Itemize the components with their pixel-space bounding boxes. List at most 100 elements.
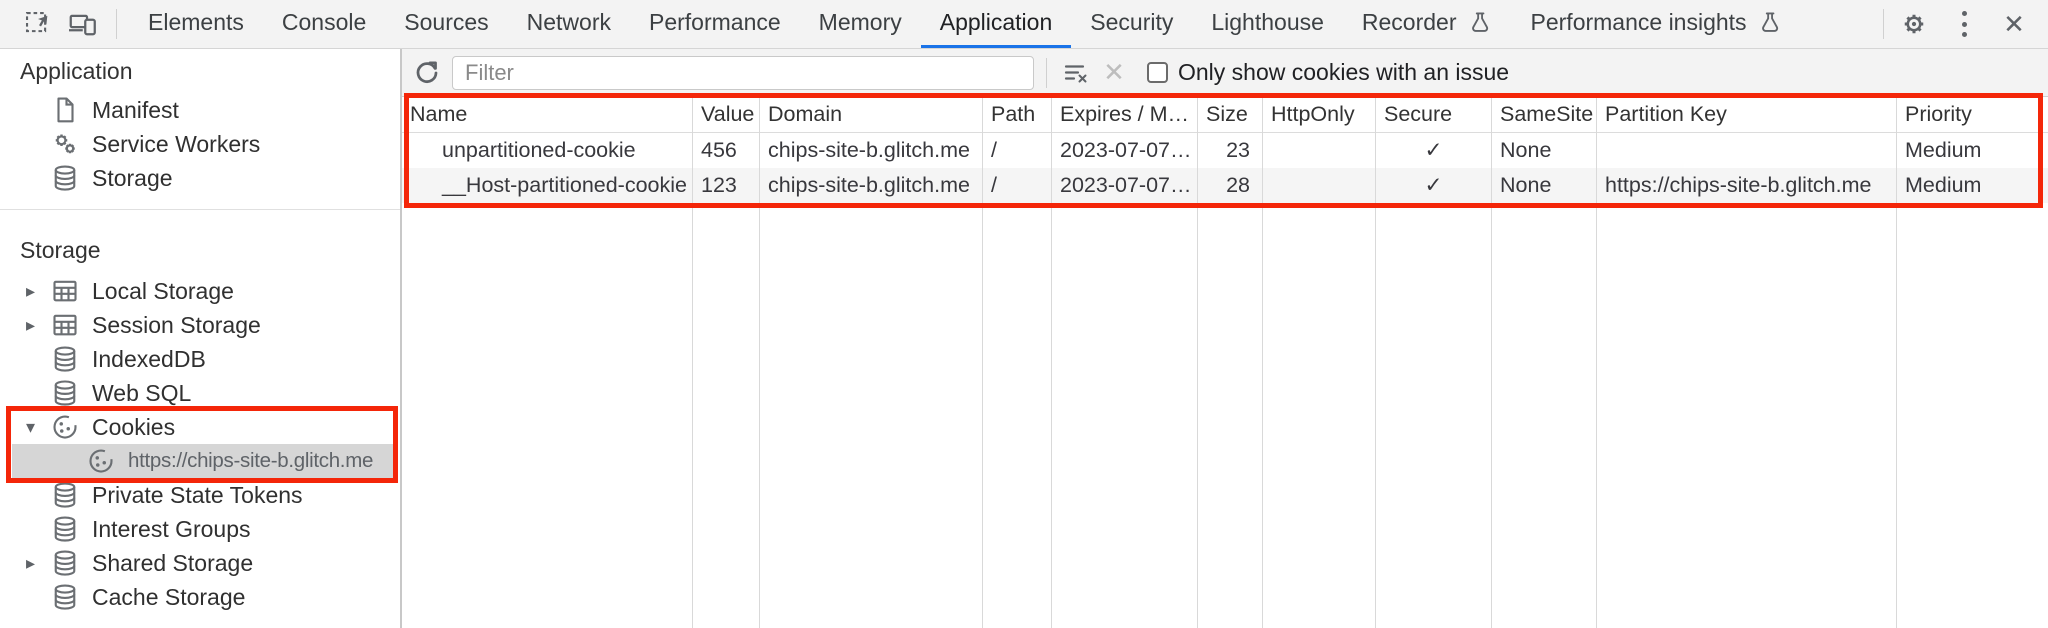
settings-gear-icon[interactable] — [1894, 0, 1934, 48]
cookie-row-1-cell-priority[interactable]: Medium — [1897, 168, 2048, 203]
device-toolbar-icon[interactable] — [60, 0, 104, 48]
cookie-row-1-cell-name[interactable]: __Host-partitioned-cookie — [402, 168, 692, 203]
close-devtools-icon[interactable]: ✕ — [1994, 0, 2034, 48]
column-header-domain[interactable]: Domain — [760, 97, 982, 133]
column-header-priority[interactable]: Priority — [1897, 97, 2048, 133]
column-header-path[interactable]: Path — [983, 97, 1051, 133]
sidebar-item-storage[interactable]: Storage — [0, 161, 400, 195]
cookie-row-1-cell-domain[interactable]: chips-site-b.glitch.me — [760, 168, 982, 203]
tab-performance-insights[interactable]: Performance insights — [1512, 0, 1802, 48]
expand-arrow-icon[interactable]: ▸ — [26, 553, 36, 573]
sidebar-item-service-workers[interactable]: Service Workers — [0, 127, 400, 161]
sidebar-item-cache-storage[interactable]: Cache Storage — [0, 580, 400, 614]
sidebar-item-https-chips-site-b-glitch-me[interactable]: https://chips-site-b.glitch.me — [12, 444, 394, 478]
sidebar-item-session-storage[interactable]: ▸Session Storage — [0, 308, 400, 342]
tab-performance[interactable]: Performance — [630, 0, 800, 48]
cookie-row-1-cell-httponly[interactable] — [1263, 168, 1375, 203]
clear-filter-icon[interactable] — [1057, 54, 1095, 92]
cookie-row-0-cell-name[interactable]: unpartitioned-cookie — [442, 138, 636, 162]
tabbar-right-divider — [1883, 9, 1884, 39]
tab-memory[interactable]: Memory — [800, 0, 921, 48]
cookie-row-0-cell-size[interactable]: 23 — [1226, 138, 1250, 162]
inspect-element-icon[interactable] — [16, 0, 60, 48]
database-icon — [50, 548, 80, 578]
cookies-toolbar: ✕ Only show cookies with an issue — [402, 49, 2048, 97]
tab-label: Lighthouse — [1211, 9, 1324, 35]
cookie-row-1-cell-samesite[interactable]: None — [1492, 168, 1596, 203]
column-header-httponly[interactable]: HttpOnly — [1263, 97, 1375, 133]
cookie-row-0-cell-secure[interactable]: ✓ — [1424, 138, 1443, 162]
cookies-pane: ✕ Only show cookies with an issue Name un… — [402, 49, 2048, 628]
only-issue-checkbox[interactable] — [1147, 62, 1168, 83]
cookie-filter-input[interactable] — [452, 55, 1034, 90]
cookie-row-1-cell-expires-m[interactable]: 2023-07-07… — [1052, 168, 1197, 203]
sidebar-item-web-sql[interactable]: Web SQL — [0, 376, 400, 410]
cookie-row-1-cell-size[interactable]: 28 — [1198, 168, 1262, 203]
cookie-row-0-cell-partition-key[interactable] — [1597, 133, 1896, 168]
column-header-expires-m[interactable]: Expires / M… — [1052, 97, 1197, 133]
cookie-row-0-cell-domain[interactable]: chips-site-b.glitch.me — [768, 138, 970, 162]
cookies-table: Name unpartitioned-cookie __Host-partition… — [402, 97, 2048, 628]
sidebar-item-manifest[interactable]: Manifest — [0, 93, 400, 127]
tree-item-label: Service Workers — [92, 130, 261, 157]
column-header-value[interactable]: Value — [693, 97, 759, 133]
column-expires-m: Expires / M… 2023-07-07… 2023-07-07… — [1052, 97, 1198, 628]
tab-label: Elements — [148, 9, 244, 35]
collapse-arrow-icon[interactable]: ▾ — [26, 417, 36, 437]
cookie-row-1-cell-value[interactable]: 123 — [693, 168, 759, 203]
cookie-row-0-cell-path[interactable]: / — [991, 138, 997, 162]
tab-application[interactable]: Application — [920, 0, 1072, 48]
sidebar-item-shared-storage[interactable]: ▸Shared Storage — [0, 546, 400, 580]
tab-sources[interactable]: Sources — [385, 0, 507, 48]
cookie-row-0-cell-priority[interactable]: Medium — [1905, 138, 1982, 162]
delete-selected-icon[interactable]: ✕ — [1095, 54, 1133, 92]
tab-lighthouse[interactable]: Lighthouse — [1192, 0, 1343, 48]
sidebar-item-interest-groups[interactable]: Interest Groups — [0, 512, 400, 546]
cookie-row-0-cell-expires-m[interactable]: 2023-07-07… — [1060, 138, 1192, 162]
sidebar-item-cookies[interactable]: ▾Cookies — [0, 410, 400, 444]
expand-arrow-icon[interactable]: ▸ — [26, 281, 36, 301]
tab-console[interactable]: Console — [263, 0, 385, 48]
column-header-samesite[interactable]: SameSite — [1492, 97, 1596, 133]
only-issue-checkbox-label[interactable]: Only show cookies with an issue — [1178, 59, 1510, 85]
tab-network[interactable]: Network — [508, 0, 630, 48]
cookie-row-0-cell-samesite[interactable]: None — [1500, 138, 1552, 162]
sidebar-item-indexeddb[interactable]: IndexedDB — [0, 342, 400, 376]
tree-item-label: IndexedDB — [92, 345, 206, 372]
tab-elements[interactable]: Elements — [129, 0, 263, 48]
more-options-kebab-icon[interactable] — [1944, 0, 1984, 48]
sidebar-section-divider — [0, 209, 400, 210]
tab-label: Performance insights — [1530, 9, 1747, 35]
cookie-row-0-cell-httponly[interactable] — [1263, 133, 1375, 168]
tree-item-label: Private State Tokens — [92, 481, 303, 508]
column-header-partition-key[interactable]: Partition Key — [1597, 97, 1896, 133]
experiment-flask-icon — [1467, 10, 1493, 36]
tab-recorder[interactable]: Recorder — [1343, 0, 1512, 48]
cookie-row-1-cell-secure[interactable]: ✓ — [1376, 168, 1491, 203]
cookie-row-0-cell-value[interactable]: 456 — [701, 138, 737, 162]
column-header-size[interactable]: Size — [1198, 97, 1262, 133]
tab-label: Performance — [649, 9, 781, 35]
cookie-row-1-cell-path[interactable]: / — [983, 168, 1051, 203]
cookie-row-1-cell-partition-key[interactable]: https://chips-site-b.glitch.me — [1597, 168, 1896, 203]
tab-security[interactable]: Security — [1071, 0, 1192, 48]
column-secure: Secure ✓ ✓ — [1376, 97, 1492, 628]
tab-label: Console — [281, 9, 367, 35]
column-value: Value 456 123 — [693, 97, 760, 628]
tab-label: Recorder — [1361, 9, 1457, 35]
expand-arrow-icon[interactable]: ▸ — [26, 315, 36, 335]
column-header-name[interactable]: Name — [402, 97, 692, 133]
refresh-icon[interactable] — [408, 54, 446, 92]
column-header-secure[interactable]: Secure — [1376, 97, 1491, 133]
cookie-icon — [86, 446, 116, 476]
tree-item-label: Storage — [92, 164, 173, 191]
sidebar-item-private-state-tokens[interactable]: Private State Tokens — [0, 478, 400, 512]
sidebar-item-local-storage[interactable]: ▸Local Storage — [0, 274, 400, 308]
table-icon — [50, 276, 80, 306]
